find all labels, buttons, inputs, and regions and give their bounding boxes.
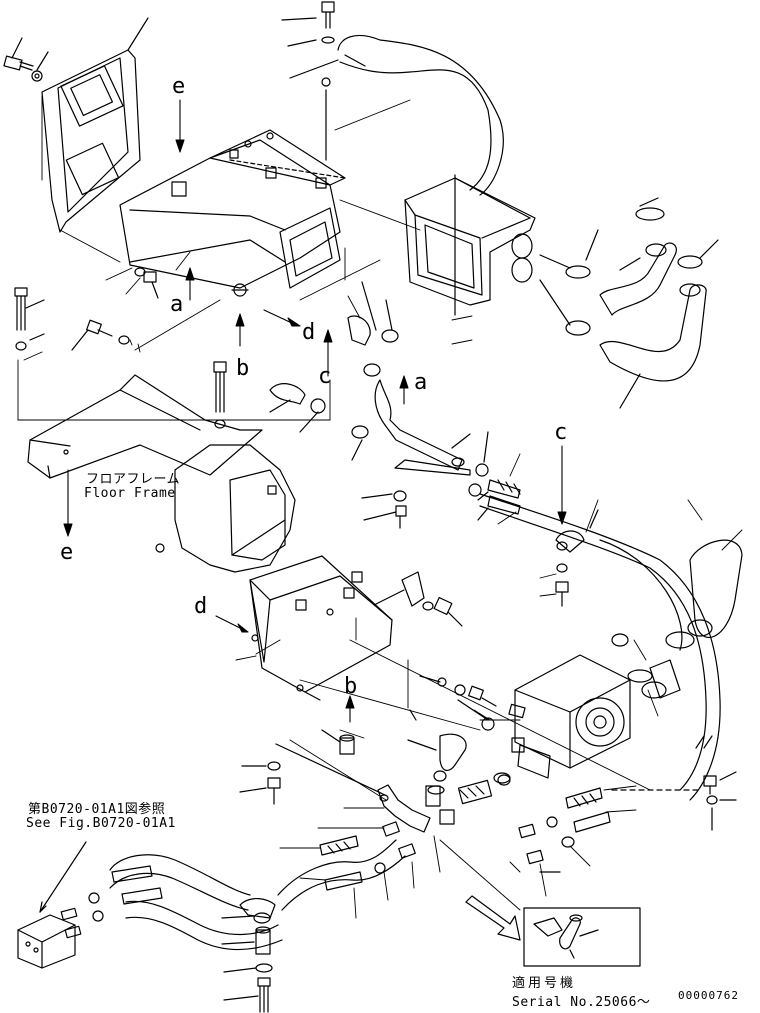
lower-hoses	[109, 835, 406, 1013]
callout-c-top: c	[318, 364, 332, 389]
callout-b-bottom: b	[344, 674, 358, 699]
heater-unit-upper	[404, 177, 536, 306]
assembly-lines	[17, 95, 651, 911]
heater-unit-lower	[514, 539, 743, 779]
callout-d-bottom: d	[194, 594, 208, 619]
callout-a-right: a	[414, 370, 428, 395]
floor-frame	[27, 374, 296, 573]
callout-a-left: a	[170, 292, 184, 317]
fittings-lower-right	[518, 771, 737, 873]
duct-assembly-upper	[119, 129, 346, 297]
leader-lines	[23, 251, 743, 919]
floor-frame-label-en: Floor Frame	[84, 486, 176, 501]
hoses-middle	[269, 281, 489, 497]
fitting-block	[17, 841, 104, 969]
reference-label-en: See Fig.B0720-01A1	[26, 816, 176, 831]
callout-d-top: d	[302, 320, 316, 345]
bolt-lower-left	[239, 743, 386, 805]
cover-panel-left	[41, 17, 149, 233]
hose-bends-upper-right	[539, 197, 719, 409]
serial-label-jp: 適用号機	[512, 976, 577, 991]
bolts-left	[14, 267, 159, 351]
bracket-clip	[375, 571, 463, 627]
document-number: 00000762	[678, 989, 739, 1002]
callout-arrows	[63, 99, 567, 723]
callout-e-top: e	[172, 74, 186, 99]
serial-inset	[465, 895, 641, 967]
callout-e-bottom: e	[60, 540, 74, 565]
pipe-bracket	[374, 774, 511, 874]
reference-label-jp: 第B0720-01A1図参照	[28, 802, 166, 817]
floor-frame-label-jp: フロアフレーム	[86, 472, 181, 487]
wire-harness-top	[281, 1, 504, 316]
callout-b-top: b	[236, 356, 250, 381]
bolt-top-left	[3, 37, 49, 82]
serial-label-en: Serial No.25066～	[512, 995, 651, 1010]
hose-clamp-c	[555, 509, 599, 607]
callout-c-right: c	[554, 420, 568, 445]
cover-plate-middle	[249, 555, 393, 701]
protective-sleeves	[361, 479, 521, 529]
bolt-floor	[213, 361, 227, 429]
fittings-lower	[321, 675, 526, 784]
hose-loop-long	[479, 493, 721, 801]
